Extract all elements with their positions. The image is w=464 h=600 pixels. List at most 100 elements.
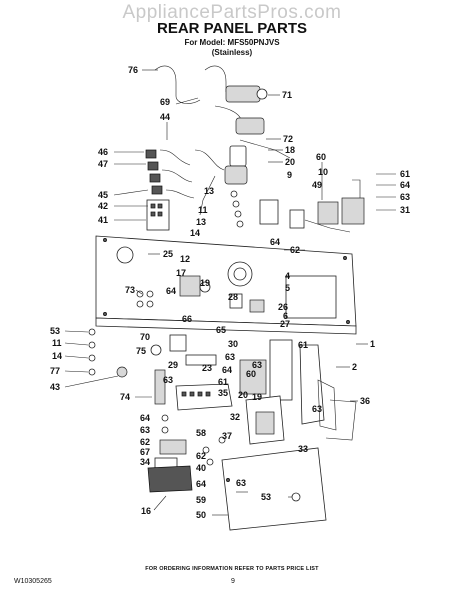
callout-36: 36	[360, 396, 370, 406]
callout-59: 59	[196, 495, 206, 505]
model-label: For Model: MFS50PNJVS	[184, 38, 280, 47]
callout-60: 60	[316, 152, 326, 162]
callout-76: 76	[128, 65, 138, 75]
callout-65: 65	[216, 325, 226, 335]
page-title: REAR PANEL PARTS	[156, 20, 307, 37]
callout-28: 28	[228, 292, 238, 302]
callout-62c: 62	[196, 451, 206, 461]
callout-26: 26	[278, 302, 288, 312]
callout-49: 49	[312, 180, 322, 190]
left-fasteners	[88, 328, 128, 378]
callout-11: 11	[198, 205, 208, 215]
callout-75: 75	[136, 346, 146, 356]
callout-9: 9	[287, 170, 292, 180]
callout-25: 25	[163, 249, 173, 259]
callout-47: 47	[98, 159, 108, 169]
callout-60b: 60	[246, 369, 256, 379]
callout-11b: 11	[52, 338, 62, 348]
callout-labels: 76 71 69 44 72 18 46 20 60 47 61 9 10 49…	[50, 65, 410, 520]
callout-64: 64	[400, 180, 410, 190]
lower-small-parts	[147, 414, 226, 493]
callout-67: 67	[140, 447, 150, 457]
callout-69: 69	[160, 97, 170, 107]
callout-6: 6	[283, 311, 288, 321]
callout-17: 17	[176, 268, 186, 278]
callout-72: 72	[283, 134, 293, 144]
callout-62: 62	[290, 245, 300, 255]
page-number: 9	[231, 578, 235, 585]
callout-19: 19	[200, 278, 210, 288]
callout-63: 63	[400, 192, 410, 202]
callout-44: 44	[160, 112, 170, 122]
callout-14b: 14	[52, 351, 62, 361]
callout-61: 61	[400, 169, 410, 179]
callout-31: 31	[400, 205, 410, 215]
ordering-note: FOR ORDERING INFORMATION REFER TO PARTS …	[145, 566, 319, 572]
dispenser-control-assembly	[150, 334, 357, 445]
callout-4: 4	[285, 271, 290, 281]
callout-46: 46	[98, 147, 108, 157]
callout-63b: 63	[252, 360, 262, 370]
callout-64f: 64	[196, 479, 206, 489]
leader-lines	[64, 69, 396, 516]
callout-64e: 64	[140, 413, 150, 423]
callout-63d: 63	[312, 404, 322, 414]
callout-33: 33	[298, 444, 308, 454]
callout-41: 41	[98, 215, 108, 225]
callout-53: 53	[50, 326, 60, 336]
callout-77: 77	[50, 366, 60, 376]
callout-64c: 64	[166, 286, 176, 296]
callout-40: 40	[196, 463, 206, 473]
callout-1: 1	[370, 339, 375, 349]
callout-71: 71	[282, 90, 292, 100]
callout-30: 30	[228, 339, 238, 349]
callout-64b: 64	[270, 237, 280, 247]
callout-61b: 61	[298, 340, 308, 350]
callout-29: 29	[168, 360, 178, 370]
harness-connectors	[145, 149, 195, 231]
callout-50: 50	[196, 510, 206, 520]
callout-63: 63	[225, 352, 235, 362]
callout-74: 74	[120, 392, 130, 402]
document-id: W10305265	[14, 578, 52, 585]
callout-18: 18	[285, 145, 295, 155]
callout-20b: 20	[238, 390, 248, 400]
hardware-stack	[230, 190, 244, 228]
callout-61c: 61	[218, 377, 228, 387]
callout-10: 10	[318, 167, 328, 177]
watermark: AppliancePartsPros.com	[122, 2, 342, 23]
callout-37: 37	[222, 431, 232, 441]
callout-63f: 63	[236, 478, 246, 488]
callout-16: 16	[141, 506, 151, 516]
callout-12: 12	[180, 254, 190, 264]
callout-45: 45	[98, 190, 108, 200]
callout-27: 27	[280, 319, 290, 329]
callout-63c: 63	[163, 375, 173, 385]
callout-20: 20	[285, 157, 295, 167]
callout-53b: 53	[261, 492, 271, 502]
rear-panel	[95, 235, 357, 335]
callout-13b: 13	[196, 217, 206, 227]
relay-modules	[259, 179, 365, 233]
callout-63e: 63	[140, 425, 150, 435]
water-valve-assembly	[154, 65, 291, 216]
callout-13: 13	[204, 186, 214, 196]
callout-70: 70	[140, 332, 150, 342]
callout-73: 73	[125, 285, 135, 295]
callout-23: 23	[202, 363, 212, 373]
callout-66: 66	[182, 314, 192, 324]
callout-32: 32	[230, 412, 240, 422]
callout-2: 2	[352, 362, 357, 372]
callout-43: 43	[50, 382, 60, 392]
callout-34: 34	[140, 457, 150, 467]
callout-19b: 19	[252, 392, 262, 402]
callout-58: 58	[196, 428, 206, 438]
callout-35: 35	[218, 388, 228, 398]
access-cover	[221, 447, 327, 531]
callout-64d: 64	[222, 365, 232, 375]
finish-label: (Stainless)	[211, 48, 253, 57]
callout-14: 14	[190, 228, 200, 238]
callout-62b: 62	[140, 437, 150, 447]
